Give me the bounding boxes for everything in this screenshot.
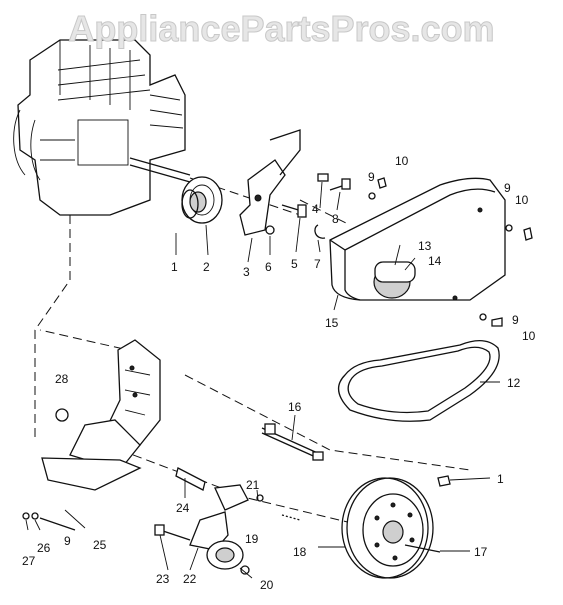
callout-14: 14 <box>428 254 442 268</box>
idler-bracket <box>154 511 250 575</box>
callout-1-lower: 1 <box>497 472 504 486</box>
callout-2: 2 <box>203 260 210 274</box>
leader-lines <box>25 181 500 579</box>
callout-15: 15 <box>325 316 339 330</box>
fasteners-right <box>368 177 533 327</box>
callout-16: 16 <box>288 400 302 414</box>
v-belt <box>338 340 500 422</box>
callout-22: 22 <box>183 572 197 586</box>
callout-27: 27 <box>22 554 36 568</box>
bolts-upper <box>265 173 351 239</box>
upper-bracket <box>239 129 301 236</box>
callout-10-right: 10 <box>515 193 529 207</box>
callout-23: 23 <box>156 572 170 586</box>
callout-20: 20 <box>260 578 274 592</box>
callout-28: 28 <box>55 372 69 386</box>
callout-21: 21 <box>246 478 260 492</box>
callout-10-top: 10 <box>395 154 409 168</box>
callout-12: 12 <box>507 376 521 390</box>
callout-1: 1 <box>171 260 178 274</box>
engine <box>13 39 191 216</box>
rod <box>261 423 324 461</box>
callout-9-lower: 9 <box>512 313 519 327</box>
callout-24: 24 <box>176 501 190 515</box>
belt-guard <box>329 177 506 301</box>
callout-17: 17 <box>474 545 488 559</box>
callout-labels: 1 2 3 4 5 6 7 8 9 10 9 10 13 14 15 9 10 … <box>22 154 536 592</box>
callout-5: 5 <box>291 257 298 271</box>
callout-3: 3 <box>243 265 250 279</box>
bracket-hardware <box>175 467 301 521</box>
callout-26: 26 <box>37 541 51 555</box>
callout-25: 25 <box>93 538 107 552</box>
large-pulley <box>341 475 451 579</box>
callout-13: 13 <box>418 239 432 253</box>
callout-6: 6 <box>265 260 272 274</box>
callout-19: 19 <box>245 532 259 546</box>
callout-9-left: 9 <box>64 534 71 548</box>
left-fasteners <box>22 512 76 531</box>
callout-7: 7 <box>314 257 321 271</box>
callout-9-top: 9 <box>368 170 375 184</box>
callout-4: 4 <box>312 202 319 216</box>
small-pulley <box>181 176 223 224</box>
callout-8: 8 <box>332 212 339 226</box>
frame-bracket <box>41 339 161 491</box>
callout-10-lower: 10 <box>522 329 536 343</box>
callout-9-right: 9 <box>504 181 511 195</box>
callout-18: 18 <box>293 545 307 559</box>
